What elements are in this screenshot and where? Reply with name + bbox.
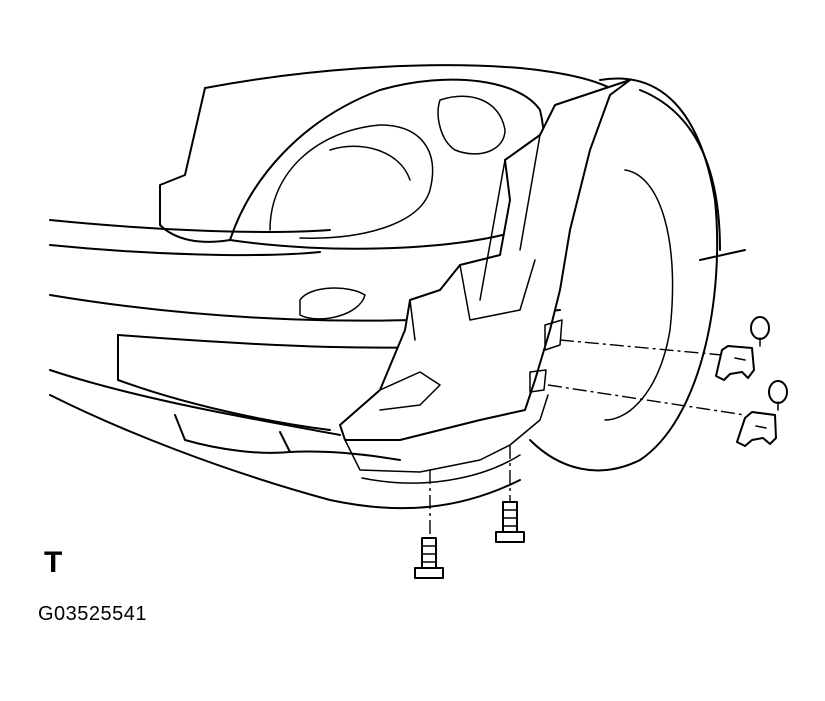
push-pin-lower	[768, 380, 788, 411]
clip-upper	[715, 345, 755, 381]
clip-lower	[736, 411, 777, 447]
leader-lines	[429, 339, 746, 535]
figure-id: G03525541	[38, 603, 148, 625]
headlamp	[229, 78, 545, 320]
bolt-left	[414, 537, 444, 579]
fender-liner	[339, 79, 631, 484]
push-pin-upper	[750, 316, 770, 347]
front-wheel	[529, 77, 746, 472]
torque-symbol: T	[44, 546, 63, 579]
bolt-right	[495, 501, 525, 543]
